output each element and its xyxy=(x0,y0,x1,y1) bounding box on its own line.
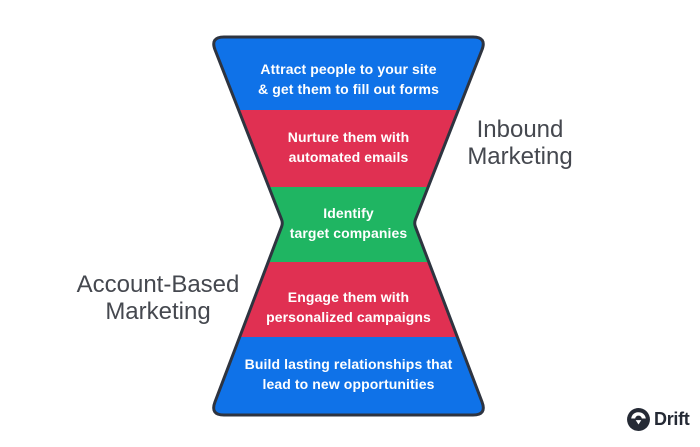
funnel-text-line: Build lasting relationships that xyxy=(244,356,453,372)
account-based-marketing-label: Account-Based Marketing xyxy=(58,271,258,325)
funnel-section-engage-text: Engage them with personalized campaigns xyxy=(188,287,509,327)
funnel-text-line: Engage them with xyxy=(287,289,410,305)
funnel-section-build-shape xyxy=(213,337,484,415)
inbound-marketing-label: Inbound Marketing xyxy=(430,116,610,170)
funnel-text-line: Nurture them with xyxy=(287,129,410,145)
label-line: Inbound xyxy=(476,116,564,143)
label-line: Marketing xyxy=(467,143,573,170)
funnel-section-nurture-text: Nurture them with automated emails xyxy=(188,127,509,167)
funnel-text-line: personalized campaigns xyxy=(266,309,431,325)
label-line: Marketing xyxy=(105,298,211,325)
drift-logo-icon xyxy=(627,408,650,431)
funnel-section-identify-text: Identify target companies xyxy=(188,203,509,243)
funnel-section-build-text: Build lasting relationships that lead to… xyxy=(188,354,509,394)
funnel-section-attract-shape xyxy=(213,37,484,110)
funnel-text-line: automated emails xyxy=(288,149,409,165)
funnel-text-line: Attract people to your site xyxy=(260,61,437,77)
funnel-text-line: lead to new opportunities xyxy=(262,376,435,392)
drift-logo: Drift xyxy=(626,407,690,432)
funnel-section-attract-text: Attract people to your site & get them t… xyxy=(188,59,509,99)
funnel-text-line: & get them to fill out forms xyxy=(258,81,439,97)
funnel-text-line: Identify xyxy=(323,205,374,221)
funnel-section-identify-shape xyxy=(268,187,429,262)
label-line: Account-Based xyxy=(76,271,240,298)
funnel-section-engage-shape xyxy=(239,262,458,337)
funnel-text-line: target companies xyxy=(289,225,408,241)
drift-wordmark: Drift xyxy=(654,409,690,429)
funnel-section-nurture-shape xyxy=(238,110,459,187)
funnel-outline xyxy=(212,35,485,417)
